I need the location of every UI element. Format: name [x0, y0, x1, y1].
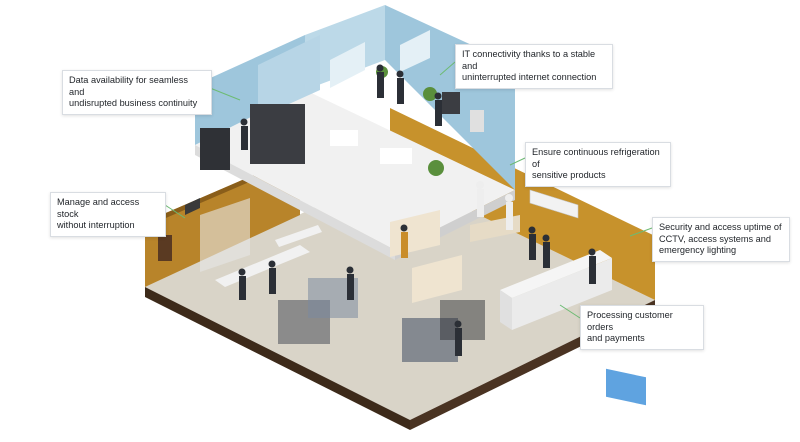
- people: [238, 64, 596, 356]
- callout-security: Security and access uptime of CCTV, acce…: [652, 217, 790, 262]
- callout-data-availability: Data availability for seamless and undis…: [62, 70, 212, 115]
- callout-refrigeration: Ensure continuous refrigeration of sensi…: [525, 142, 671, 187]
- shop-fixtures: [200, 189, 646, 406]
- callout-orders: Processing customer orders and payments: [580, 305, 704, 350]
- callout-it-connectivity: IT connectivity thanks to a stable and u…: [455, 44, 613, 89]
- callout-connectors: [164, 61, 653, 319]
- upper-office-floor: [195, 5, 515, 260]
- callout-stock: Manage and access stock without interrup…: [50, 192, 166, 237]
